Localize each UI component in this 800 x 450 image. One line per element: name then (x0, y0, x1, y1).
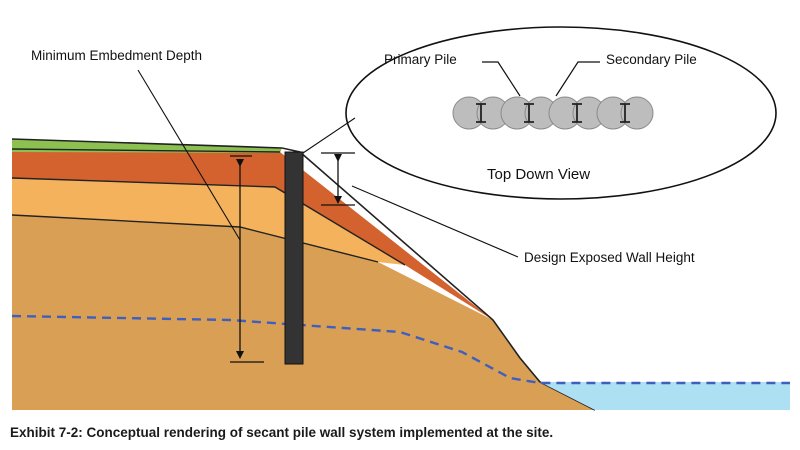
top-down-view-label: Top Down View (487, 166, 591, 183)
water-table-line (11, 314, 790, 385)
rebar-beam-icon (620, 103, 630, 123)
secondary-pile-label: Secondary Pile (606, 52, 697, 67)
pile-row (452, 96, 654, 130)
rebar-beam-icon (524, 103, 534, 123)
water-body (540, 382, 790, 410)
rebar-beam-icon (572, 103, 582, 123)
bubble-leader-line (302, 117, 356, 154)
rebar-beam-icon (476, 103, 486, 123)
layer-boundary-2 (11, 177, 406, 266)
top-soil-layer (12, 149, 493, 320)
primary-pile-label: Primary Pile (384, 52, 457, 67)
layer-boundary-1 (11, 148, 281, 153)
exposed-height-leader (351, 185, 519, 258)
pile-circle (620, 96, 654, 130)
primary-pile-leader (482, 61, 521, 97)
embedment-leader-line (137, 69, 241, 241)
exposed-wall-height-label: Design Exposed Wall Height (524, 250, 695, 265)
secant-pile-wall (284, 151, 304, 365)
secondary-pile-leader (555, 61, 600, 97)
figure-caption: Exhibit 7-2: Conceptual rendering of sec… (10, 425, 554, 440)
min-embedment-label: Minimum Embedment Depth (31, 48, 203, 63)
